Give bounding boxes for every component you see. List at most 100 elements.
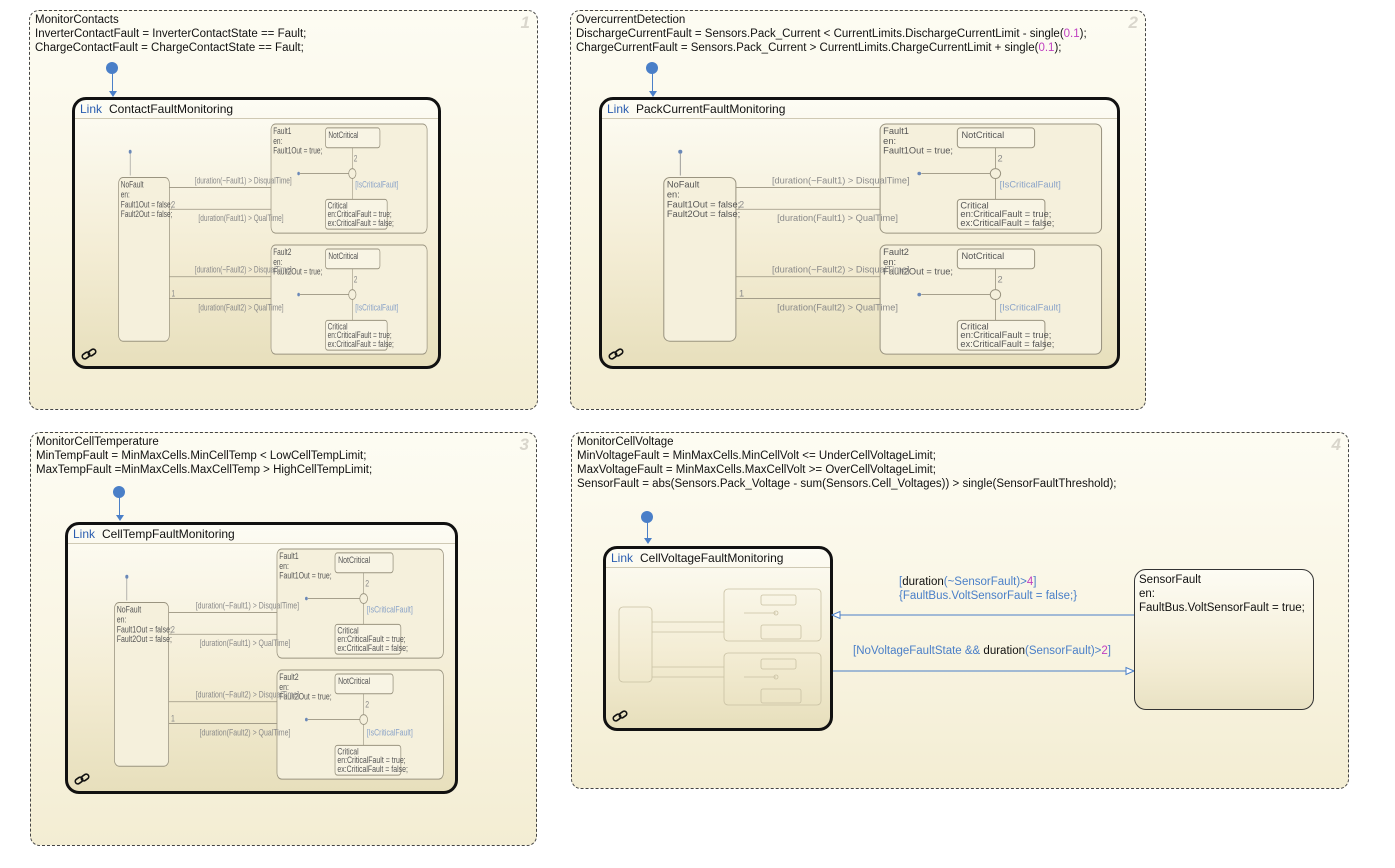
svg-text:NotCritical: NotCritical — [961, 251, 1004, 261]
svg-text:en:: en: — [273, 257, 282, 267]
default-transition-arrow — [649, 91, 657, 97]
link-label: Link — [607, 102, 630, 116]
svg-text:en:CriticalFault = true;: en:CriticalFault = true; — [337, 634, 405, 644]
svg-text:[duration(Fault1) > QualTime]: [duration(Fault1) > QualTime] — [198, 213, 283, 223]
svg-text:Fault1Out = true;: Fault1Out = true; — [273, 146, 322, 156]
subchart-preview-miniature — [606, 567, 830, 728]
default-transition-dot — [106, 62, 118, 74]
link-chain-icon[interactable] — [74, 773, 90, 785]
linked-subchart-cell-temp-fault-monitoring[interactable]: Link CellTempFaultMonitoring NoFault en:… — [65, 522, 458, 794]
svg-text:Critical: Critical — [328, 200, 348, 210]
svg-text:NotCritical: NotCritical — [328, 251, 358, 261]
nofault-name: NoFault — [121, 179, 145, 189]
linked-subchart-contact-fault-monitoring[interactable]: Link ContactFaultMonitoring NoFault en: … — [72, 97, 441, 369]
transition-label-sensor-fault-clear[interactable]: [duration(~SensorFault)>4] {FaultBus.Vol… — [899, 575, 1077, 603]
chart-panel-overcurrent-detection[interactable]: 2 OvercurrentDetection DischargeCurrentF… — [570, 10, 1146, 410]
subchart-diagram: NoFault en: Fault1Out = false; Fault2Out… — [118, 123, 428, 355]
svg-text:[duration(~Fault1) > DisqualTi: [duration(~Fault1) > DisqualTime] — [772, 176, 910, 186]
state-action-line: MaxVoltageFault = MinMaxCells.MaxCellVol… — [577, 464, 936, 476]
svg-text:Critical: Critical — [328, 321, 348, 331]
state-text: MonitorCellVoltage MinVoltageFault = Min… — [577, 435, 1116, 491]
subchart-diagram: NoFault en: Fault1Out = false; Fault2Out… — [663, 123, 1103, 355]
svg-text:ex:CriticalFault = false;: ex:CriticalFault = false; — [960, 339, 1054, 349]
svg-text:Fault2: Fault2 — [883, 247, 909, 257]
svg-text:ex:CriticalFault = false;: ex:CriticalFault = false; — [337, 764, 408, 774]
linked-subchart-cell-voltage-fault-monitoring[interactable]: Link CellVoltageFaultMonitoring — [603, 546, 833, 731]
default-transition-line — [112, 73, 113, 95]
transition-label-sensor-fault-enter[interactable]: [NoVoltageFaultState && duration(SensorF… — [853, 645, 1111, 657]
svg-text:en:CriticalFault = true;: en:CriticalFault = true; — [337, 755, 405, 765]
svg-text:Fault1Out = true;: Fault1Out = true; — [883, 146, 953, 156]
svg-text:2: 2 — [354, 154, 358, 164]
svg-text:Fault2Out = true;: Fault2Out = true; — [279, 692, 331, 702]
svg-text:en:CriticalFault = true;: en:CriticalFault = true; — [960, 209, 1051, 219]
svg-text:[duration(Fault1) > QualTime]: [duration(Fault1) > QualTime] — [200, 638, 291, 648]
state-action-line: DischargeCurrentFault = Sensors.Pack_Cur… — [576, 28, 1087, 40]
state-action-line: InverterContactFault = InverterContactSt… — [35, 28, 307, 40]
nofault-name: NoFault — [667, 180, 700, 190]
subchart-header: Link CellVoltageFaultMonitoring — [606, 549, 830, 568]
state-name: MonitorCellVoltage — [577, 436, 674, 448]
nofault-entry: en: — [121, 189, 130, 199]
svg-text:en:CriticalFault = true;: en:CriticalFault = true; — [960, 330, 1051, 340]
sensor-fault-state-text: SensorFault en: FaultBus.VoltSensorFault… — [1139, 573, 1305, 615]
state-text: OvercurrentDetection DischargeCurrentFau… — [576, 13, 1087, 55]
state-action-line: ChargeContactFault = ChargeContactState … — [35, 42, 304, 54]
svg-text:2: 2 — [739, 199, 744, 209]
svg-text:[IsCriticalFault]: [IsCriticalFault] — [1000, 303, 1061, 313]
default-transition-arrow — [644, 538, 652, 544]
state-text: MonitorContacts InverterContactFault = I… — [35, 13, 306, 55]
subchart-header: Link ContactFaultMonitoring — [75, 100, 438, 119]
nofault-name: NoFault — [117, 605, 142, 615]
svg-text:Fault1Out = true;: Fault1Out = true; — [279, 571, 331, 581]
svg-text:[duration(~Fault1) > DisqualTi: [duration(~Fault1) > DisqualTime] — [196, 601, 299, 611]
svg-text:Fault1: Fault1 — [883, 126, 909, 136]
svg-text:[IsCriticalFault]: [IsCriticalFault] — [367, 605, 413, 615]
svg-text:Critical: Critical — [960, 200, 988, 210]
svg-text:NotCritical: NotCritical — [338, 676, 370, 686]
nofault-entry: en: — [117, 615, 127, 625]
execution-order-number: 3 — [519, 435, 529, 454]
nofault-entry: en: — [667, 190, 680, 200]
link-chain-icon[interactable] — [612, 710, 628, 722]
chart-panel-monitor-cell-temperature[interactable]: 3 MonitorCellTemperature MinTempFault = … — [30, 432, 537, 846]
svg-text:Fault2Out = true;: Fault2Out = true; — [883, 267, 953, 277]
state-sensor-fault[interactable]: SensorFault en: FaultBus.VoltSensorFault… — [1134, 569, 1314, 710]
state-name: MonitorCellTemperature — [36, 436, 159, 448]
svg-text:ex:CriticalFault = false;: ex:CriticalFault = false; — [328, 339, 394, 349]
svg-text:NotCritical: NotCritical — [338, 555, 370, 565]
subchart-preview: NoFault en: Fault1Out = false; Fault2Out… — [602, 118, 1117, 366]
svg-text:[duration(~Fault1) > DisqualTi: [duration(~Fault1) > DisqualTime] — [195, 175, 292, 185]
linked-subchart-pack-current-fault-monitoring[interactable]: Link PackCurrentFaultMonitoring NoFault … — [599, 97, 1120, 369]
svg-text:2: 2 — [998, 154, 1003, 164]
nofault-action: Fault2Out = false; — [117, 634, 172, 644]
transition-condition: [duration(~SensorFault)>4] — [899, 576, 1037, 588]
nofault-action: Fault1Out = false; — [121, 199, 173, 209]
svg-text:Fault2: Fault2 — [273, 247, 291, 257]
default-transition-dot — [646, 62, 658, 74]
nofault-action: Fault1Out = false; — [667, 199, 740, 209]
chart-panel-monitor-cell-voltage[interactable]: 4 MonitorCellVoltage MinVoltageFault = M… — [571, 432, 1349, 789]
svg-text:[IsCriticalFault]: [IsCriticalFault] — [355, 302, 398, 312]
svg-text:2: 2 — [998, 275, 1003, 285]
link-chain-icon[interactable] — [608, 348, 624, 360]
svg-text:en:: en: — [883, 257, 896, 267]
subchart-preview: NoFault en: Fault1Out = false; Fault2Out… — [68, 543, 455, 791]
svg-text:en:: en: — [273, 136, 282, 146]
subchart-name: PackCurrentFaultMonitoring — [636, 102, 786, 116]
svg-text:1: 1 — [739, 289, 744, 299]
state-entry-action: FaultBus.VoltSensorFault = true; — [1139, 602, 1305, 614]
svg-text:Critical: Critical — [960, 321, 988, 331]
default-transition-arrow — [109, 91, 117, 97]
link-chain-icon[interactable] — [81, 348, 97, 360]
svg-text:2: 2 — [365, 579, 369, 589]
chart-panel-monitor-contacts[interactable]: 1 MonitorContacts InverterContactFault =… — [29, 10, 538, 410]
svg-text:Critical: Critical — [337, 625, 358, 635]
nofault-action: Fault2Out = false; — [121, 209, 173, 219]
svg-text:1: 1 — [172, 289, 176, 299]
link-label: Link — [80, 102, 103, 116]
svg-text:[duration(~Fault2) > DisqualTi: [duration(~Fault2) > DisqualTime] — [196, 690, 299, 700]
svg-text:Fault2Out = true;: Fault2Out = true; — [273, 267, 322, 277]
svg-text:Critical: Critical — [337, 746, 358, 756]
svg-text:Fault2: Fault2 — [279, 672, 299, 682]
